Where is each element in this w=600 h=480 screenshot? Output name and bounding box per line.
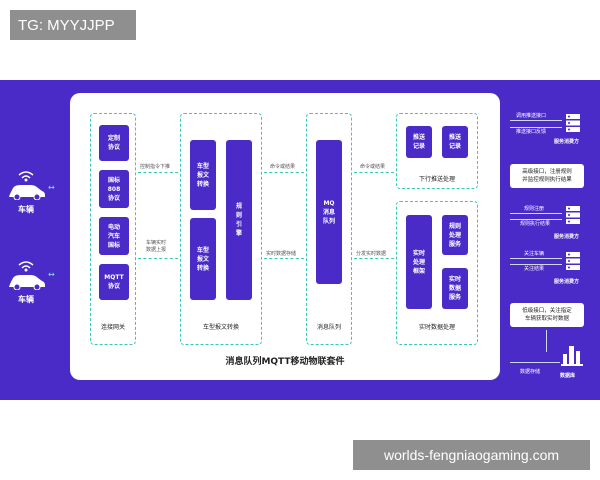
cmd-result-line-2 xyxy=(354,172,394,173)
vehicle-up-line xyxy=(138,258,178,259)
server-icon xyxy=(565,113,581,133)
vehicle-1-arrow: ↔ xyxy=(48,183,55,192)
vehicle-message-convert-block-2: 车型 报文 转换 xyxy=(190,218,216,300)
dist-realtime-label: 分发实时数据 xyxy=(356,251,387,257)
push-record-block-1: 推送 记录 xyxy=(406,126,432,158)
data-store-label: 数据存储 xyxy=(520,369,541,375)
server-icon xyxy=(565,251,581,271)
dist-realtime-line xyxy=(354,258,394,259)
push-api-line xyxy=(510,120,562,121)
consumer-label-1: 服务消费方 xyxy=(554,139,580,145)
realtime-store-line xyxy=(264,258,304,259)
push-ack-label: 推送接口反馈 xyxy=(516,129,547,135)
server-icon xyxy=(565,205,581,225)
follow-result-line xyxy=(510,264,562,265)
source-tag-text: TG: MYYJJPP xyxy=(18,16,115,34)
converter-label: 车型报文转换 xyxy=(202,324,239,331)
downstream-label: 下行推送处理 xyxy=(418,176,455,183)
advanced-api-box: 高级接口，注册规则 并监控规则执行结果 xyxy=(510,164,584,188)
vehicle-label: 车辆 xyxy=(18,205,34,214)
push-ack-line xyxy=(510,127,562,128)
vehicle-2-arrow: ↔ xyxy=(48,270,55,279)
car-icon xyxy=(9,171,45,201)
cmd-result-label-1: 命令或结果 xyxy=(270,164,296,170)
vehicle-label: 车辆 xyxy=(18,295,34,304)
converter-group xyxy=(180,113,262,345)
vehicle-up-label: 车辆实时 数据上报 xyxy=(146,240,167,253)
rule-result-line xyxy=(510,219,562,220)
realtime-framework-block: 实时 处理 框架 xyxy=(406,215,432,309)
follow-result-label: 关注结果 xyxy=(524,266,545,272)
basic-api-box: 低级接口，关注指定 车辆获取实时数据 xyxy=(510,303,584,327)
queue-label: 消息队列 xyxy=(316,324,341,331)
push-record-block-2: 推送 记录 xyxy=(442,126,468,158)
downstream-group xyxy=(396,113,478,189)
vehicle-2: 车辆 xyxy=(5,260,47,308)
rule-service-block: 规则 处理 服务 xyxy=(442,215,468,255)
follow-vehicle-line xyxy=(510,258,562,259)
watermark: worlds-fengniaogaming.com xyxy=(353,440,590,470)
car-icon xyxy=(9,261,45,291)
consumer-label-3: 服务消费方 xyxy=(554,279,580,285)
rule-result-label: 规则执行结果 xyxy=(520,221,551,227)
gateway-group xyxy=(90,113,136,345)
rule-reg-label: 规则注册 xyxy=(524,206,545,212)
source-tag: TG: MYYJJPP xyxy=(10,10,136,40)
control-down-label: 控制指令下推 xyxy=(140,164,171,170)
queue-group xyxy=(306,113,352,345)
watermark-text: worlds-fengniaogaming.com xyxy=(383,447,560,463)
suite-title: 消息队列MQTT移动物联套件 xyxy=(225,357,345,367)
database-icon xyxy=(561,344,585,366)
ev-standard-block: 电动 汽车 国标 xyxy=(99,217,129,255)
mq-queue-block: MQ 消息 队列 xyxy=(316,140,342,284)
vehicle-1: 车辆 xyxy=(5,170,47,218)
gateway-label: 连接网关 xyxy=(100,324,125,331)
data-store-connector xyxy=(546,330,547,352)
database-label: 数据库 xyxy=(560,373,576,379)
mqtt-protocol-block: MQTT 协议 xyxy=(99,264,129,300)
follow-vehicle-label: 关注车辆 xyxy=(524,251,545,257)
gb808-protocol-block: 国标 808 协议 xyxy=(99,170,129,208)
consumer-label-2: 服务消费方 xyxy=(554,234,580,240)
realtime-store-label: 实时数据存储 xyxy=(266,251,297,257)
cmd-result-line-1 xyxy=(264,172,304,173)
control-down-line xyxy=(138,172,178,173)
rule-reg-line xyxy=(510,213,562,214)
cmd-result-label-2: 命令或结果 xyxy=(360,164,386,170)
realtime-group xyxy=(396,201,478,345)
realtime-data-service-block: 实时 数据 服务 xyxy=(442,268,468,309)
vehicle-message-convert-block-1: 车型 报文 转换 xyxy=(190,140,216,210)
push-api-label: 调用推送接口 xyxy=(516,113,547,119)
data-store-line xyxy=(510,362,560,363)
rule-engine-block: 规 则 引 擎 xyxy=(226,140,252,300)
custom-protocol-block: 定制 协议 xyxy=(99,125,129,161)
realtime-label: 实时数据处理 xyxy=(418,324,455,331)
